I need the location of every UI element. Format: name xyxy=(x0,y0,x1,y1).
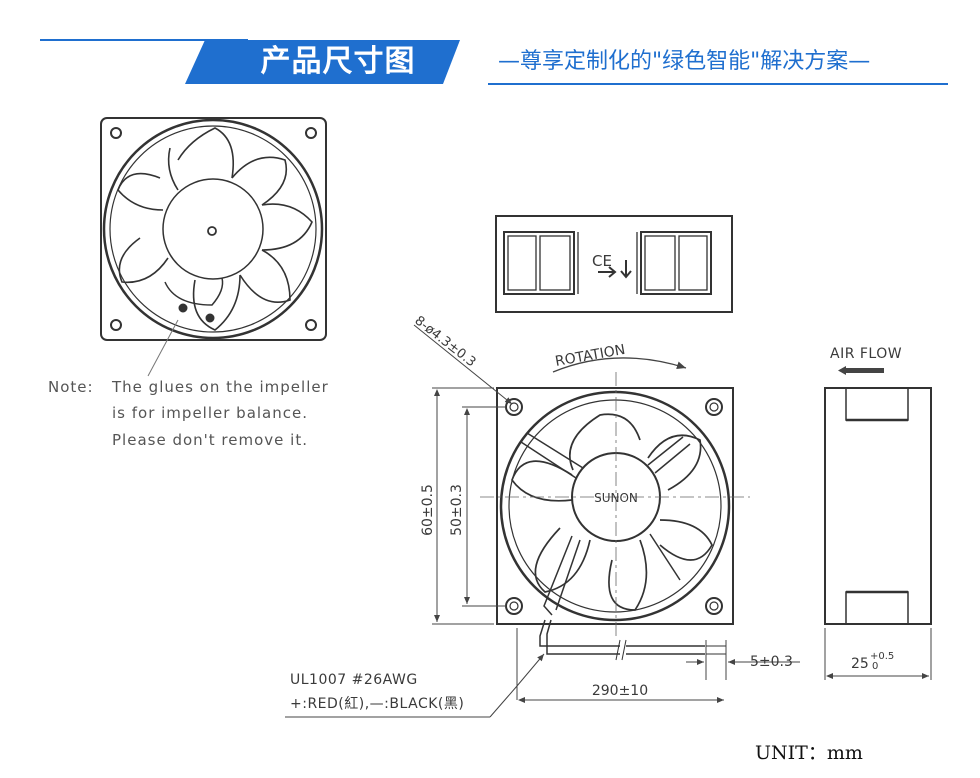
dim-strip-label: 5±0.3 xyxy=(750,654,793,670)
title-parallelogram xyxy=(185,40,468,84)
note-line-1: The glues on the impeller xyxy=(112,378,329,396)
dim-depth-tol-lower: 0 xyxy=(872,661,878,672)
dim-holes-label: 50±0.3 xyxy=(449,484,465,536)
page-title: 产品尺寸图 xyxy=(260,44,416,79)
dimension-lead xyxy=(516,628,724,703)
unit-label: UNIT：mm xyxy=(755,742,863,764)
dim-depth-label: 25 xyxy=(851,656,869,672)
rotation-label: ROTATION xyxy=(554,342,627,370)
brand-logo: SUNON xyxy=(594,491,638,505)
side-view xyxy=(824,387,932,625)
wire-spec-callout: UL1007 #26AWG +:RED(紅),—:BLACK(黑) xyxy=(285,653,545,718)
hole-spec-label: 8-ø4.3±0.3 xyxy=(412,313,479,370)
wire-spec-label: UL1007 #26AWG xyxy=(290,672,418,688)
airflow-label: AIR FLOW xyxy=(830,346,902,362)
dimension-strip xyxy=(686,640,800,680)
fan-dimension-drawing: CE xyxy=(100,117,932,718)
header-banner: 产品尺寸图 —尊享定制化的"绿色智能"解决方案— xyxy=(0,0,980,100)
ce-mark: CE xyxy=(592,252,612,270)
dimension-depth xyxy=(824,628,932,680)
dim-depth-tol-upper: +0.5 xyxy=(870,651,894,662)
airflow-indicator: AIR FLOW xyxy=(830,346,902,375)
dim-lead-label: 290±10 xyxy=(592,683,648,699)
wire-colors-label: +:RED(紅),—:BLACK(黑) xyxy=(290,696,464,712)
rear-view-fan xyxy=(100,117,327,377)
note-label: Note: xyxy=(48,378,94,396)
top-side-view: CE xyxy=(495,215,733,313)
rotation-indicator: ROTATION xyxy=(552,342,687,373)
dimension-50 xyxy=(462,406,506,607)
note-line-3: Please don't remove it. xyxy=(112,431,308,449)
front-view-fan xyxy=(480,372,750,661)
dimension-60 xyxy=(432,387,494,625)
dim-outer-label: 60±0.5 xyxy=(420,484,436,536)
note-line-2: is for impeller balance. xyxy=(112,404,308,422)
banner-graphic xyxy=(40,39,948,85)
page-subtitle: —尊享定制化的"绿色智能"解决方案— xyxy=(498,49,871,74)
